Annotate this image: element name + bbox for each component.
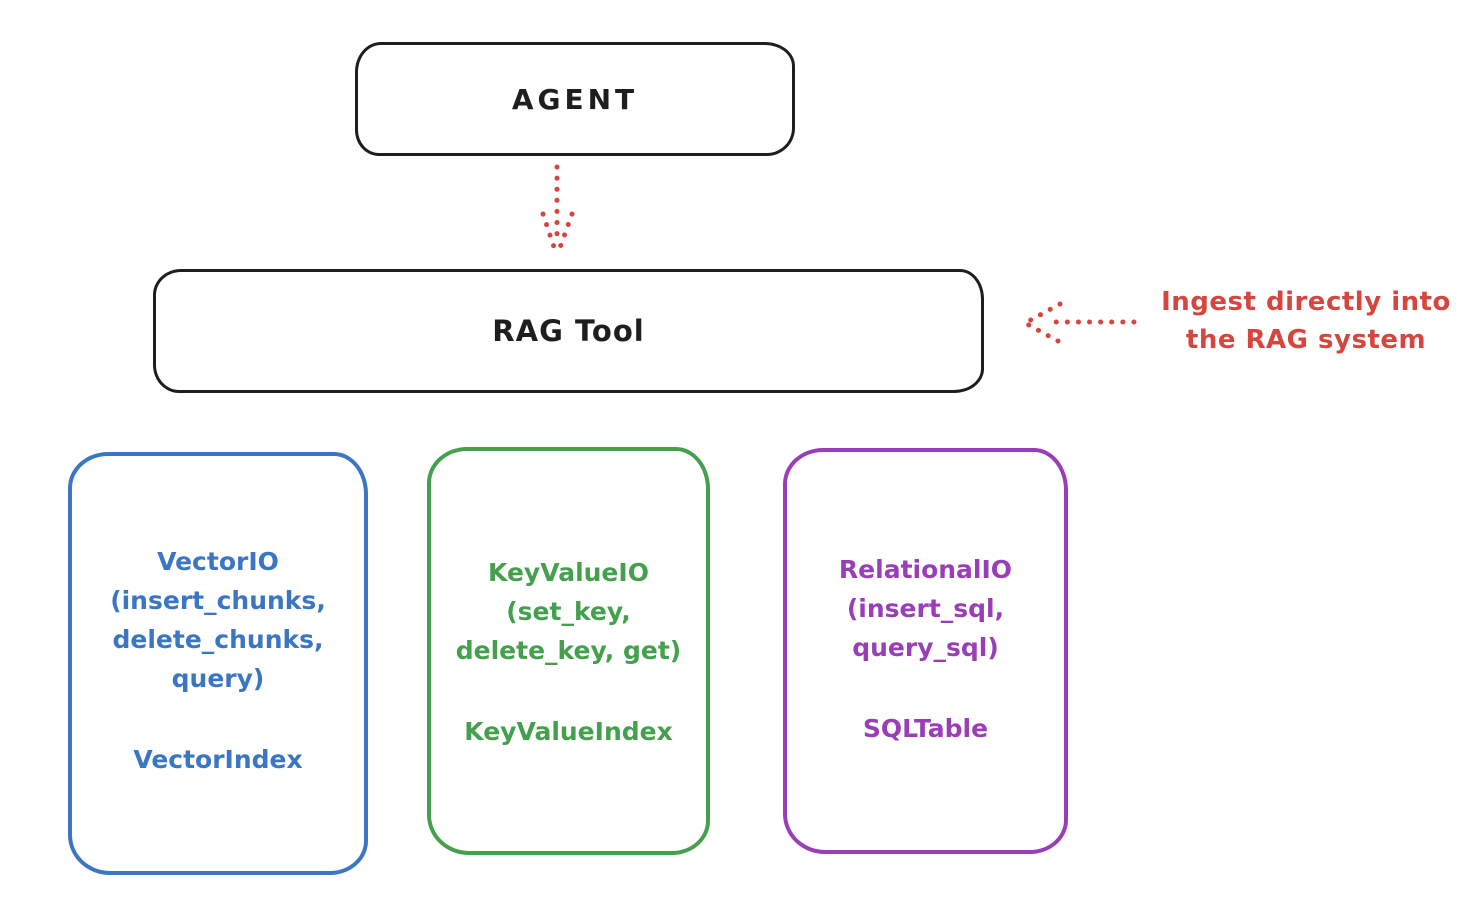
ingest-annotation-line2: the RAG system bbox=[1185, 325, 1427, 355]
rag-tool-label: RAG Tool bbox=[492, 314, 645, 348]
ingest-annotation: Ingest directly into the RAG system bbox=[1138, 283, 1474, 359]
vector-io-title: VectorIO (insert_chunks, delete_chunks, … bbox=[72, 542, 364, 698]
sql-table-label: SQLTable bbox=[862, 714, 989, 743]
ingest-arrow bbox=[1024, 301, 1137, 344]
key-value-index-label: KeyValueIndex bbox=[464, 717, 673, 746]
relational-io-box: RelationalIO (insert_sql, query_sql) SQL… bbox=[783, 448, 1068, 854]
agent-box: AGENT bbox=[355, 42, 795, 156]
vector-io-title-line: (insert_chunks, bbox=[110, 586, 326, 615]
vector-index-label: VectorIndex bbox=[133, 745, 303, 774]
relational-io-title-line: RelationalIO bbox=[838, 555, 1013, 584]
vector-io-title-line: query) bbox=[171, 664, 265, 693]
relational-io-title-line: query_sql) bbox=[852, 633, 999, 662]
agent-label: AGENT bbox=[511, 82, 639, 116]
vector-io-title-line: delete_chunks, bbox=[112, 625, 324, 654]
rag-tool-box: RAG Tool bbox=[153, 269, 984, 393]
vector-io-title-line: VectorIO bbox=[157, 547, 279, 576]
key-value-io-title: KeyValueIO (set_key, delete_key, get) bbox=[431, 553, 706, 670]
relational-io-title-line: (insert_sql, bbox=[846, 594, 1005, 623]
relational-io-title: RelationalIO (insert_sql, query_sql) bbox=[787, 550, 1064, 667]
key-value-io-title-line: KeyValueIO bbox=[488, 558, 649, 587]
key-value-io-box: KeyValueIO (set_key, delete_key, get) Ke… bbox=[427, 447, 710, 855]
ingest-annotation-line1: Ingest directly into bbox=[1161, 287, 1451, 317]
vector-io-box: VectorIO (insert_chunks, delete_chunks, … bbox=[68, 452, 368, 875]
agent-to-rag-arrow bbox=[540, 164, 575, 256]
key-value-io-title-line: delete_key, get) bbox=[455, 636, 682, 665]
key-value-io-title-line: (set_key, bbox=[506, 597, 631, 626]
